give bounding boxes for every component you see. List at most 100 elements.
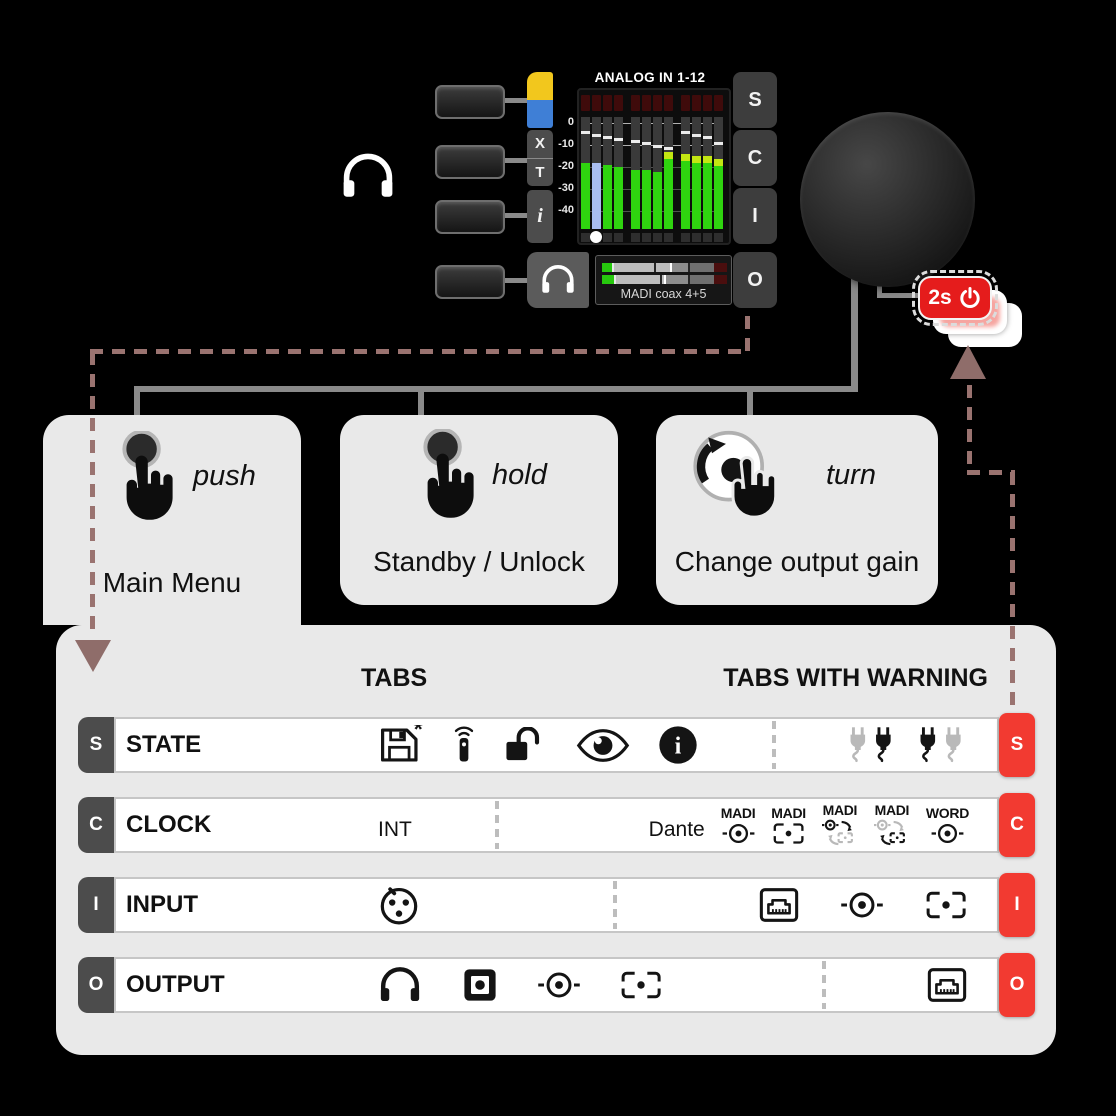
dashed-line-horizontal: [90, 349, 750, 354]
tab-key-O[interactable]: O: [78, 957, 114, 1013]
selected-channel-dot: [590, 231, 602, 243]
row-label: INPUT: [126, 891, 198, 918]
tab-key-I[interactable]: I: [78, 877, 114, 933]
encoder-knob[interactable]: [800, 112, 975, 287]
phones-key[interactable]: [527, 252, 589, 308]
output-clip-indicator: [714, 263, 727, 272]
turn-hand-icon: [693, 430, 778, 519]
dashed-line-warning-top: [967, 385, 972, 472]
labeled-icon: MADI: [771, 806, 806, 845]
connector-button-1: [500, 98, 532, 103]
connector-stem-push: [134, 388, 140, 418]
output-source-label: MADI coax 4+5: [620, 287, 707, 301]
warning-tab-I[interactable]: I: [999, 873, 1035, 937]
hold-hand-icon: [423, 429, 474, 518]
connector-button-2: [500, 158, 532, 163]
meter-channel: [703, 95, 712, 242]
tab-key-C[interactable]: C: [78, 797, 114, 853]
arrow-to-main-menu: [75, 640, 111, 672]
meter-channel: [631, 95, 640, 242]
push-hand-icon: [122, 431, 173, 520]
connector-knob-stem: [851, 265, 858, 390]
menu-row-output: O OUTPUT O: [78, 953, 1035, 1017]
meter-channel: [681, 95, 690, 242]
connector-button-4: [500, 278, 532, 283]
clip-indicator: [614, 95, 623, 111]
info-key[interactable]: i: [527, 190, 553, 243]
eye-icon: [576, 728, 630, 763]
warning-tab-S[interactable]: S: [999, 713, 1035, 777]
optical-icon: [772, 822, 805, 845]
color-swatch-key[interactable]: [527, 72, 553, 128]
device-tab-input[interactable]: I: [733, 188, 777, 244]
madi-redundant-coax-icon: [822, 819, 858, 847]
warning-tab-C[interactable]: C: [999, 793, 1035, 857]
warning-header: TABS WITH WARNING: [723, 664, 988, 692]
row-text: Dante: [648, 818, 705, 841]
connector-stem-hold: [418, 388, 424, 418]
clip-indicator: [631, 95, 640, 111]
scale-label: -20: [558, 160, 574, 173]
meter-channels: [581, 95, 725, 243]
power-hold-badge[interactable]: 2s: [912, 270, 998, 326]
connector-stem-turn: [747, 388, 753, 418]
info-icon: [658, 725, 698, 765]
gesture-box-hold: hold Standby / Unlock: [340, 415, 618, 605]
plug-pair-warning-b-icon: [915, 726, 965, 764]
zone-divider: [613, 881, 617, 929]
row-label: OUTPUT: [126, 971, 225, 998]
device-button-2[interactable]: [435, 145, 505, 179]
meter-channel: [664, 95, 673, 242]
coax-icon: [931, 822, 964, 845]
gesture-box-push: push Main Menu: [43, 415, 301, 625]
coax-icon: [538, 970, 580, 1000]
connector-power-h: [877, 293, 922, 298]
connector-trunk: [134, 386, 858, 392]
meter-channel: [603, 95, 612, 242]
clip-indicator: [681, 95, 690, 111]
tabs-header: TABS: [361, 664, 428, 692]
optical-icon: [620, 970, 662, 1000]
meter-channel: [714, 95, 723, 242]
gesture-box-turn: turn Change output gain: [656, 415, 938, 605]
device-tab-clock[interactable]: C: [733, 130, 777, 186]
output-meter-bar: [602, 263, 714, 272]
dashed-line-menu: [90, 352, 95, 638]
headphones-icon: [378, 966, 422, 1005]
zone-divider: [822, 961, 826, 1009]
labeled-icon: WORD: [926, 806, 969, 845]
meter-channel: [642, 95, 651, 242]
xt-key[interactable]: X T: [527, 130, 553, 186]
device-button-1[interactable]: [435, 85, 505, 119]
device-button-4[interactable]: [435, 265, 505, 299]
clip-indicator: [653, 95, 662, 111]
output-meter-bar: [602, 275, 714, 284]
arrow-to-power-badge: [950, 345, 986, 379]
scale-label: -40: [558, 204, 574, 217]
warning-tab-O[interactable]: O: [999, 953, 1035, 1017]
gesture-action: Main Menu: [102, 567, 242, 598]
meter-channel: [614, 95, 623, 242]
device-button-3[interactable]: [435, 200, 505, 234]
coax-icon: [722, 822, 755, 845]
device-tab-state[interactable]: S: [733, 72, 777, 128]
output-meter-strip: MADI coax 4+5: [595, 255, 732, 305]
power-icon: [958, 286, 982, 310]
save-asterisk-icon: [378, 725, 424, 765]
gesture-action: Change output gain: [674, 546, 920, 577]
hold-time-label: 2s: [928, 286, 952, 309]
labeled-icon: MADI: [721, 806, 756, 845]
dashed-line-screen-down: [745, 316, 750, 353]
meter-channel: [590, 95, 602, 243]
gesture-verb: turn: [826, 459, 876, 491]
xlr-icon: [378, 884, 420, 926]
clip-indicator: [603, 95, 612, 111]
tab-key-S[interactable]: S: [78, 717, 114, 773]
t-key-label: T: [535, 163, 545, 181]
clip-indicator: [692, 95, 701, 111]
device-tab-output[interactable]: O: [733, 252, 777, 308]
zone-divider: [495, 801, 499, 849]
scale-label: -30: [558, 182, 574, 195]
